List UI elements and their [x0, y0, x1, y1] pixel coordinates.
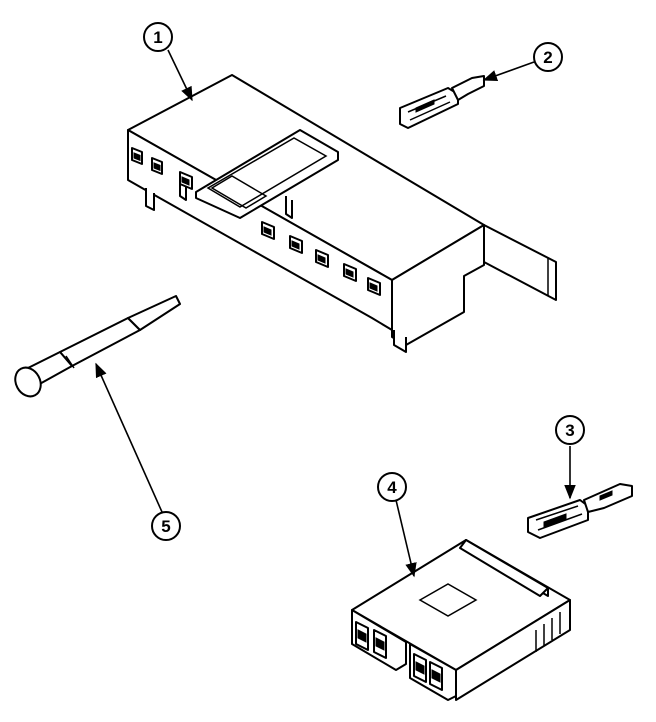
callout-1-label: 1	[153, 28, 162, 47]
contact-slots	[131, 147, 381, 296]
callout-4-label: 4	[387, 478, 397, 497]
callout-1: 1	[143, 22, 173, 52]
callout-3-label: 3	[565, 421, 574, 440]
callout-2: 2	[533, 42, 563, 72]
callout-5: 5	[151, 511, 181, 541]
callout-4: 4	[377, 472, 407, 502]
leader-5	[95, 362, 163, 513]
leader-2	[482, 61, 535, 82]
connector-housing-small	[351, 539, 571, 701]
connector-housing-large	[127, 74, 557, 353]
terminal-clip-part-3	[527, 483, 633, 539]
terminal-clip-part-2	[399, 75, 485, 129]
leader-4	[395, 499, 417, 578]
callout-2-label: 2	[543, 48, 552, 67]
callout-5-label: 5	[161, 517, 170, 536]
callout-3: 3	[555, 415, 585, 445]
leader-1	[167, 49, 193, 102]
thermal-probe	[14, 295, 181, 398]
